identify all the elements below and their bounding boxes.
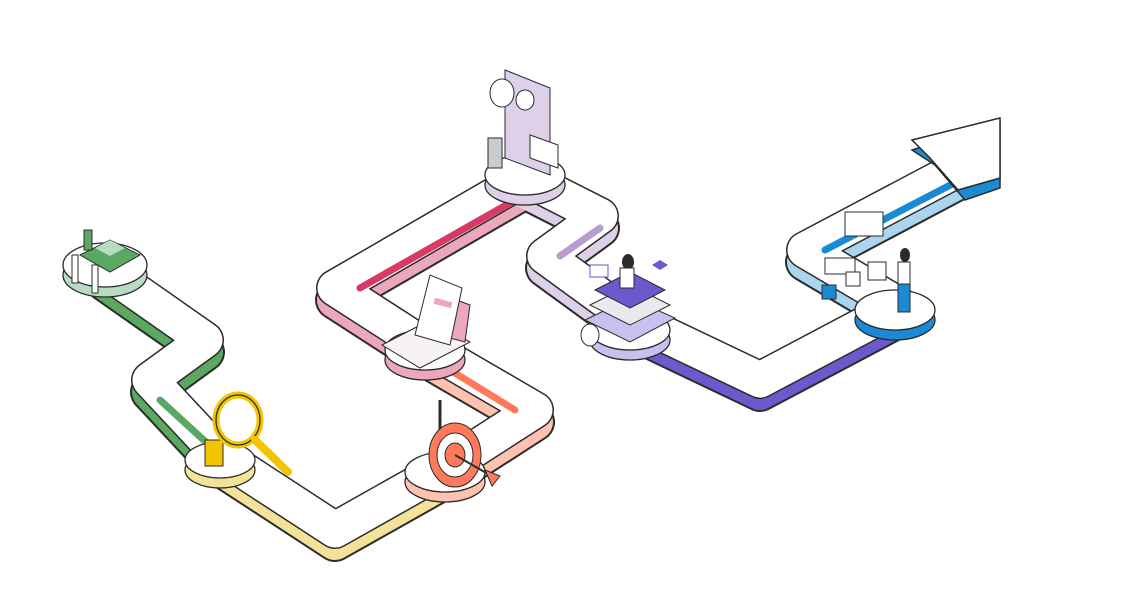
dashboard-person-icon <box>821 211 911 313</box>
phone-app-icon <box>487 69 559 176</box>
books-student-icon <box>580 254 677 347</box>
lane-blue <box>821 176 964 254</box>
target-icon <box>428 400 501 488</box>
lane-lilac <box>556 224 604 260</box>
arrow-head-icon <box>910 117 1001 201</box>
lane-crimson <box>356 196 519 292</box>
chess-board-icon <box>71 229 142 294</box>
laptop-document-icon <box>380 274 472 369</box>
lane-coral <box>446 366 519 414</box>
magnifier-icon <box>204 391 292 476</box>
